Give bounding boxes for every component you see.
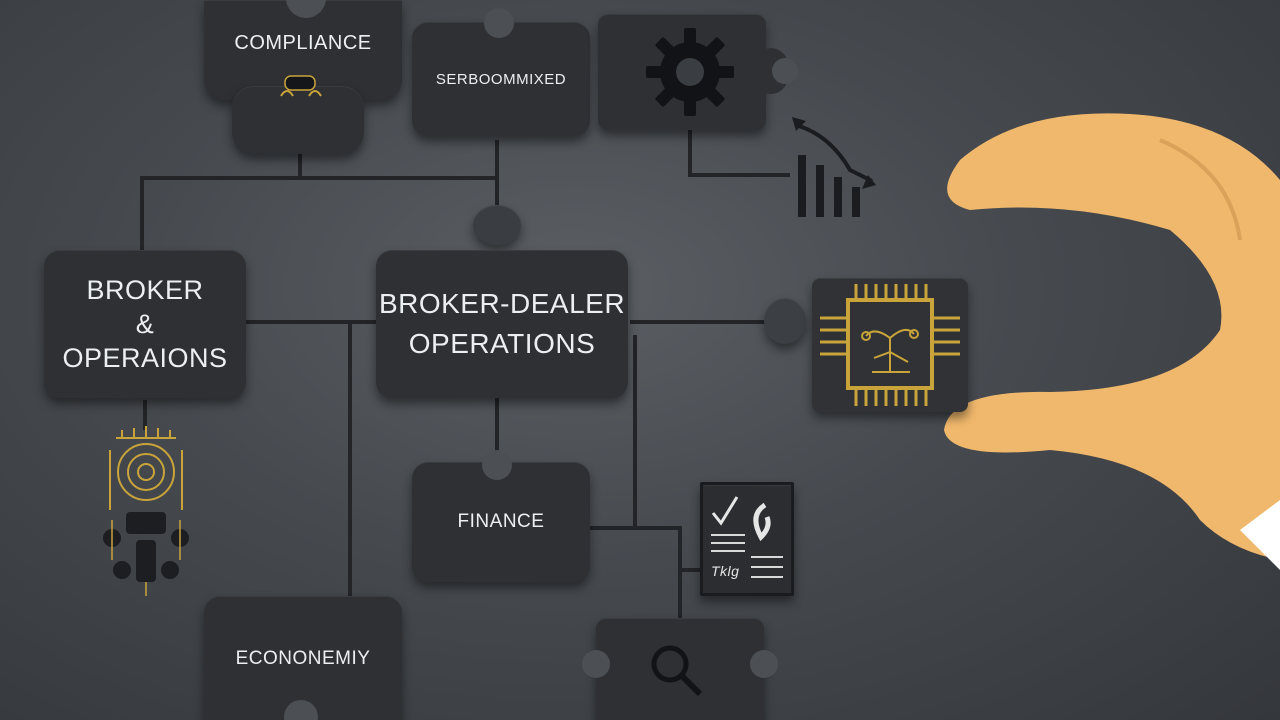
- economy-notch: [284, 700, 318, 720]
- compliance-label: COMPLIANCE: [234, 31, 372, 54]
- search-piece-notch-left: [582, 650, 610, 678]
- gear-piece[interactable]: [598, 14, 766, 130]
- broker-dealer-label: BROKER-DEALER OPERATIONS: [378, 288, 626, 359]
- economy-piece[interactable]: ECONONEMIY: [204, 596, 402, 720]
- finance-notch: [482, 450, 512, 480]
- compliance-notch: [286, 0, 326, 18]
- gear-piece-notch: [772, 58, 798, 84]
- connector-node-right: [764, 298, 806, 344]
- gear-icon: [646, 28, 734, 116]
- document-text: Tklg: [711, 563, 740, 579]
- broker-dealer-piece[interactable]: BROKER-DEALER OPERATIONS: [376, 250, 628, 398]
- circuit-chip[interactable]: [812, 278, 968, 412]
- checklist-document-icon: [711, 496, 783, 578]
- magnifier-icon: [651, 645, 703, 697]
- search-piece[interactable]: [596, 618, 764, 720]
- hand-icon: [944, 113, 1280, 570]
- circuit-chip-icon: [820, 284, 960, 406]
- search-piece-notch-right: [750, 650, 778, 678]
- broker-operations-label: BROKER & OPERAIONS: [62, 275, 228, 373]
- broker-operations-piece[interactable]: BROKER & OPERAIONS: [44, 250, 246, 398]
- finance-piece[interactable]: FINANCE: [412, 462, 590, 582]
- trend-chart-icon: [792, 117, 876, 217]
- checklist-document: Tklg: [700, 482, 794, 596]
- compliance-piece-lower: [232, 86, 364, 154]
- serviced-notch: [484, 8, 514, 38]
- serviced-label: SERBOOMMIXED: [435, 70, 567, 88]
- circuit-head-icon: [103, 426, 189, 596]
- finance-label: FINANCE: [457, 511, 545, 532]
- connector-node-top: [473, 205, 521, 245]
- serviced-piece[interactable]: SERBOOMMIXED: [412, 22, 590, 136]
- people-icon: [280, 75, 322, 97]
- economy-label: ECONONEMIY: [235, 648, 371, 669]
